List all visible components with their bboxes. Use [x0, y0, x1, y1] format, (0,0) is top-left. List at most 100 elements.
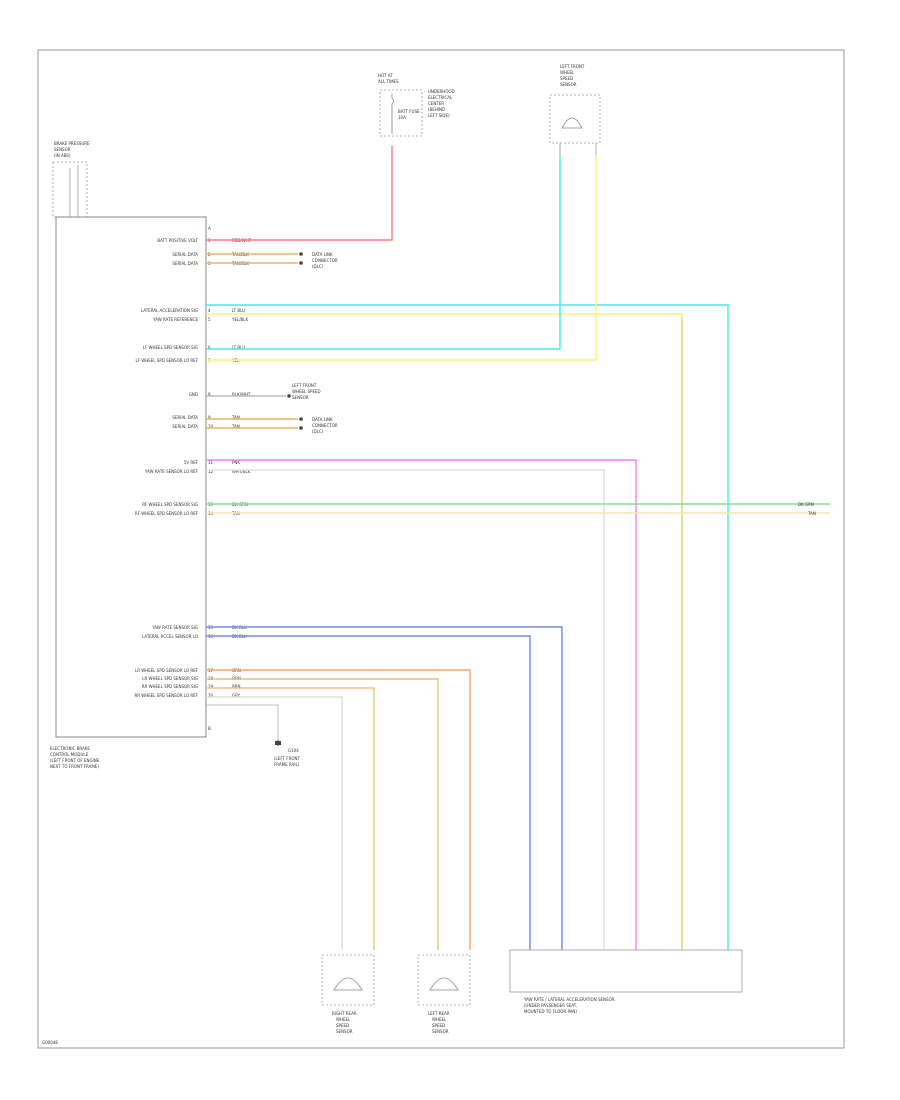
svg-text:SENSOR: SENSOR	[432, 1029, 449, 1034]
right-edge-labels: DK GRN TAN	[798, 502, 816, 516]
wire-rr-lo	[206, 696, 343, 950]
svg-text:LR WHEEL SPD SENSOR SIG: LR WHEEL SPD SENSOR SIG	[142, 676, 198, 681]
wire-color-codes: RED/WHT TAN/BLK TAN/BLK LT BLU YEL/BLK L…	[231, 238, 252, 698]
right-rear-wheel-speed-sensor: RIGHT REAR WHEEL SPEED SENSOR	[321, 954, 375, 1034]
wire-lf-sig	[206, 155, 561, 350]
svg-text:RR WHEEL SPD SENSOR LO REF: RR WHEEL SPD SENSOR LO REF	[134, 693, 198, 698]
svg-text:CONNECTOR: CONNECTOR	[312, 423, 338, 428]
brake-pressure-sensor: BRAKE PRESSURE SENSOR (IN ABS)	[52, 141, 90, 218]
wire-lateral-lo	[206, 635, 531, 950]
svg-text:RF WHEEL SPD SENSOR LO REF: RF WHEEL SPD SENSOR LO REF	[135, 511, 199, 516]
svg-text:ELECTRICAL: ELECTRICAL	[428, 95, 453, 100]
left-rear-wheel-speed-sensor: LEFT REAR WHEEL SPEED SENSOR	[417, 954, 471, 1034]
svg-text:DATA LINK: DATA LINK	[312, 252, 333, 257]
svg-text:TAN: TAN	[231, 424, 240, 429]
svg-text:LEFT REAR: LEFT REAR	[428, 1011, 450, 1016]
svg-text:SENSOR: SENSOR	[336, 1029, 353, 1034]
svg-text:WHT/BLK: WHT/BLK	[232, 469, 251, 474]
svg-text:10: 10	[208, 424, 214, 429]
svg-text:LATERAL ACCELERATION SIG: LATERAL ACCELERATION SIG	[141, 308, 198, 313]
svg-text:PNK: PNK	[232, 460, 240, 465]
svg-text:YAW RATE SENSOR SIG: YAW RATE SENSOR SIG	[151, 625, 198, 630]
svg-text:GRY: GRY	[232, 693, 241, 698]
svg-text:SPEED: SPEED	[560, 76, 573, 81]
svg-text:SERIAL DATA: SERIAL DATA	[172, 424, 198, 429]
wire-yaw-ref	[206, 313, 683, 950]
svg-text:SENSOR: SENSOR	[54, 147, 71, 152]
svg-text:LATERAL ACCEL SENSOR LO: LATERAL ACCEL SENSOR LO	[142, 634, 198, 639]
svg-text:LF WHEEL SPD SENSOR SIG: LF WHEEL SPD SENSOR SIG	[143, 345, 198, 350]
svg-text:RF WHEEL SPD SENSOR SIG: RF WHEEL SPD SENSOR SIG	[142, 502, 198, 507]
svg-text:ALL TIMES: ALL TIMES	[378, 79, 399, 84]
svg-text:WHEEL: WHEEL	[336, 1017, 351, 1022]
svg-text:WHEEL: WHEEL	[432, 1017, 447, 1022]
svg-text:LEFT FRONT: LEFT FRONT	[292, 383, 317, 388]
svg-text:WHEEL: WHEEL	[560, 70, 575, 75]
svg-text:19: 19	[208, 684, 214, 689]
svg-text:(LEFT FRONT: (LEFT FRONT	[274, 756, 300, 761]
left-front-wheel-speed-sensor: LEFT FRONT WHEEL SPEED SENSOR	[549, 64, 601, 155]
svg-text:BRAKE PRESSURE: BRAKE PRESSURE	[54, 141, 90, 146]
wire-power	[206, 146, 393, 241]
batt-fuse: HOT AT ALL TIMES BATT FUSE 10A UNDERHOOD…	[378, 73, 455, 137]
svg-text:YAW RATE / LATERAL ACCELERATIO: YAW RATE / LATERAL ACCELERATION SENSOR	[523, 997, 615, 1002]
svg-text:CONTROL MODULE: CONTROL MODULE	[50, 752, 89, 757]
svg-text:DATA LINK: DATA LINK	[312, 417, 333, 422]
svg-text:RIGHT REAR: RIGHT REAR	[332, 1011, 357, 1016]
svg-text:LT BLU: LT BLU	[232, 345, 245, 350]
svg-text:G104: G104	[288, 748, 299, 753]
svg-text:BATT POSITIVE VOLT: BATT POSITIVE VOLT	[157, 238, 198, 243]
svg-text:WHEEL SPEED: WHEEL SPEED	[292, 389, 321, 394]
svg-text:YEL/BLK: YEL/BLK	[231, 317, 249, 322]
wire-ground-drop	[206, 704, 279, 740]
svg-text:A: A	[208, 226, 211, 231]
svg-text:5V REF: 5V REF	[184, 460, 199, 465]
ebcm-pin-labels: BATT POSITIVE VOLT SERIAL DATA SERIAL DA…	[134, 238, 198, 698]
svg-text:BLK/WHT: BLK/WHT	[232, 392, 251, 397]
wire-5v-ref	[206, 459, 637, 950]
svg-text:(DLC): (DLC)	[312, 264, 324, 269]
svg-text:10A: 10A	[398, 115, 406, 120]
svg-text:LF WHEEL SPD SENSOR LO REF: LF WHEEL SPD SENSOR LO REF	[135, 358, 198, 363]
svg-text:LEFT FRONT: LEFT FRONT	[560, 64, 585, 69]
wire-lr-lo	[206, 669, 471, 950]
svg-text:8: 8	[208, 392, 211, 397]
svg-text:(IN ABS): (IN ABS)	[54, 153, 71, 158]
svg-text:SERIAL DATA: SERIAL DATA	[172, 261, 198, 266]
figure-code: G00048	[42, 1040, 58, 1045]
svg-text:SPEED: SPEED	[432, 1023, 445, 1028]
svg-text:9: 9	[208, 415, 211, 420]
ebcm-module: ELECTRONIC BRAKE CONTROL MODULE (LEFT FR…	[50, 216, 207, 769]
svg-text:RR WHEEL SPD SENSOR SIG: RR WHEEL SPD SENSOR SIG	[142, 684, 198, 689]
svg-text:TAN: TAN	[807, 511, 816, 516]
svg-text:CONNECTOR: CONNECTOR	[312, 258, 338, 263]
svg-text:LT BLU: LT BLU	[232, 308, 245, 313]
svg-text:(DLC): (DLC)	[312, 429, 324, 434]
svg-text:(LEFT FRONT OF ENGINE: (LEFT FRONT OF ENGINE	[50, 758, 100, 763]
svg-text:4: 4	[208, 308, 211, 313]
svg-text:(UNDER PASSENGER SEAT,: (UNDER PASSENGER SEAT,	[524, 1003, 578, 1008]
wire-lf-lo	[206, 155, 597, 361]
svg-text:(BEHIND: (BEHIND	[428, 107, 445, 112]
svg-text:DK GRN: DK GRN	[798, 502, 814, 507]
svg-text:YAW RATE REFERENCE: YAW RATE REFERENCE	[152, 317, 198, 322]
wire-rr-sig	[206, 687, 375, 950]
svg-text:ELECTRONIC BRAKE: ELECTRONIC BRAKE	[50, 746, 90, 751]
svg-text:GND: GND	[189, 392, 198, 397]
diagram-frame	[37, 49, 845, 1049]
yaw-rate-lateral-sensor: YAW RATE / LATERAL ACCELERATION SENSOR (…	[509, 949, 743, 1014]
svg-text:YAW RATE SENSOR LO REF: YAW RATE SENSOR LO REF	[144, 469, 199, 474]
wire-yaw-lo	[206, 469, 605, 950]
serial-data-notes: DATA LINK CONNECTOR (DLC) DATA LINK CONN…	[292, 252, 338, 434]
wire-lateral	[206, 304, 729, 950]
svg-text:BRN: BRN	[232, 684, 241, 689]
svg-text:LEFT SIDE): LEFT SIDE)	[428, 113, 450, 118]
svg-text:SENSOR: SENSOR	[292, 395, 309, 400]
svg-text:UNDERHOOD: UNDERHOOD	[428, 89, 455, 94]
wire-yaw-sig	[206, 626, 563, 950]
svg-text:11: 11	[208, 460, 214, 465]
svg-text:NEXT TO FRONT FRAME): NEXT TO FRONT FRAME)	[50, 764, 99, 769]
svg-text:SERIAL DATA: SERIAL DATA	[172, 252, 198, 257]
ground-g104: G104 (LEFT FRONT FRAME RAIL)	[274, 740, 300, 767]
